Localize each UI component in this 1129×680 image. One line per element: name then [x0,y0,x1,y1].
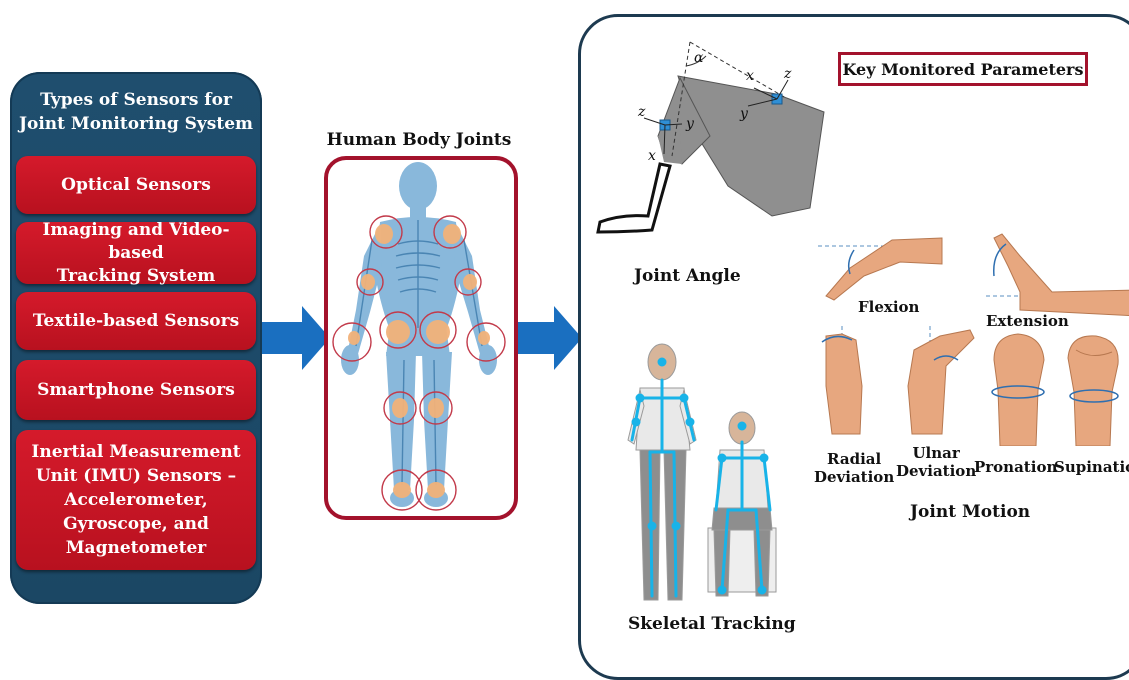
ulnar-deviation-illustration [900,326,976,436]
radial-label-line1: Radial [814,450,894,468]
axis-z-label-2: z [783,66,792,82]
arrow-right-icon [262,306,330,370]
skeletal-tracking-illustration [614,340,784,616]
sensor-imu-label-line3: Accelerometer, [64,488,207,512]
joint-angle-label: Joint Angle [634,266,741,286]
ulnar-label-line1: Ulnar [896,444,976,462]
axis-x-label: x [648,148,656,164]
axis-y-label-2: y [739,106,749,122]
sensor-imaging-label-line2: Tracking System [57,265,216,288]
sensor-panel-title-line1: Types of Sensors for [10,88,262,112]
extension-label: Extension [986,312,1069,330]
key-monitored-parameters-box: Key Monitored Parameters [838,52,1088,86]
sensor-imu-label-line5: Magnetometer [66,536,207,560]
sensor-imu-label-line4: Gyroscope, and [63,512,209,536]
supination-illustration [1062,330,1126,446]
extension-illustration [980,226,1129,318]
radial-label-line2: Deviation [814,468,894,486]
sensor-smartphone: Smartphone Sensors [16,360,256,420]
sensor-imaging-video: Imaging and Video-based Tracking System [16,222,256,284]
sensor-panel-title-line2: Joint Monitoring System [10,112,262,136]
radial-deviation-illustration [812,326,872,436]
sensor-textile-label: Textile-based Sensors [33,310,239,333]
arrow-right-icon [512,306,582,370]
sensor-smartphone-label: Smartphone Sensors [37,379,235,402]
alpha-label: α [694,50,704,66]
sensor-optical-label: Optical Sensors [61,174,211,197]
joint-motion-label: Joint Motion [910,502,1030,522]
radial-deviation-label: Radial Deviation [814,450,894,486]
sensor-imaging-label-line1: Imaging and Video-based [16,219,256,265]
sensor-textile: Textile-based Sensors [16,292,256,350]
sensor-imu-label-line2: Unit (IMU) Sensors – [36,464,236,488]
sensor-imu: Inertial Measurement Unit (IMU) Sensors … [16,430,256,570]
sensor-panel-title: Types of Sensors for Joint Monitoring Sy… [10,88,262,136]
human-body-illustration [328,160,514,516]
joint-angle-illustration: α z y x x z y [586,36,836,266]
ulnar-label-line2: Deviation [896,462,976,480]
body-joints-title: Human Body Joints [310,130,528,150]
sensor-optical: Optical Sensors [16,156,256,214]
pronation-illustration [986,330,1050,446]
axis-x-label-2: x [746,68,754,84]
supination-label: Supination [1054,458,1129,476]
sensor-imu-label-line1: Inertial Measurement [31,440,240,464]
ulnar-deviation-label: Ulnar Deviation [896,444,976,480]
pronation-label: Pronation [974,458,1057,476]
axis-y-label: y [685,116,695,132]
axis-z-label: z [637,104,646,120]
skeletal-tracking-label: Skeletal Tracking [628,614,796,634]
flexion-illustration [814,232,944,304]
flexion-label: Flexion [858,298,919,316]
